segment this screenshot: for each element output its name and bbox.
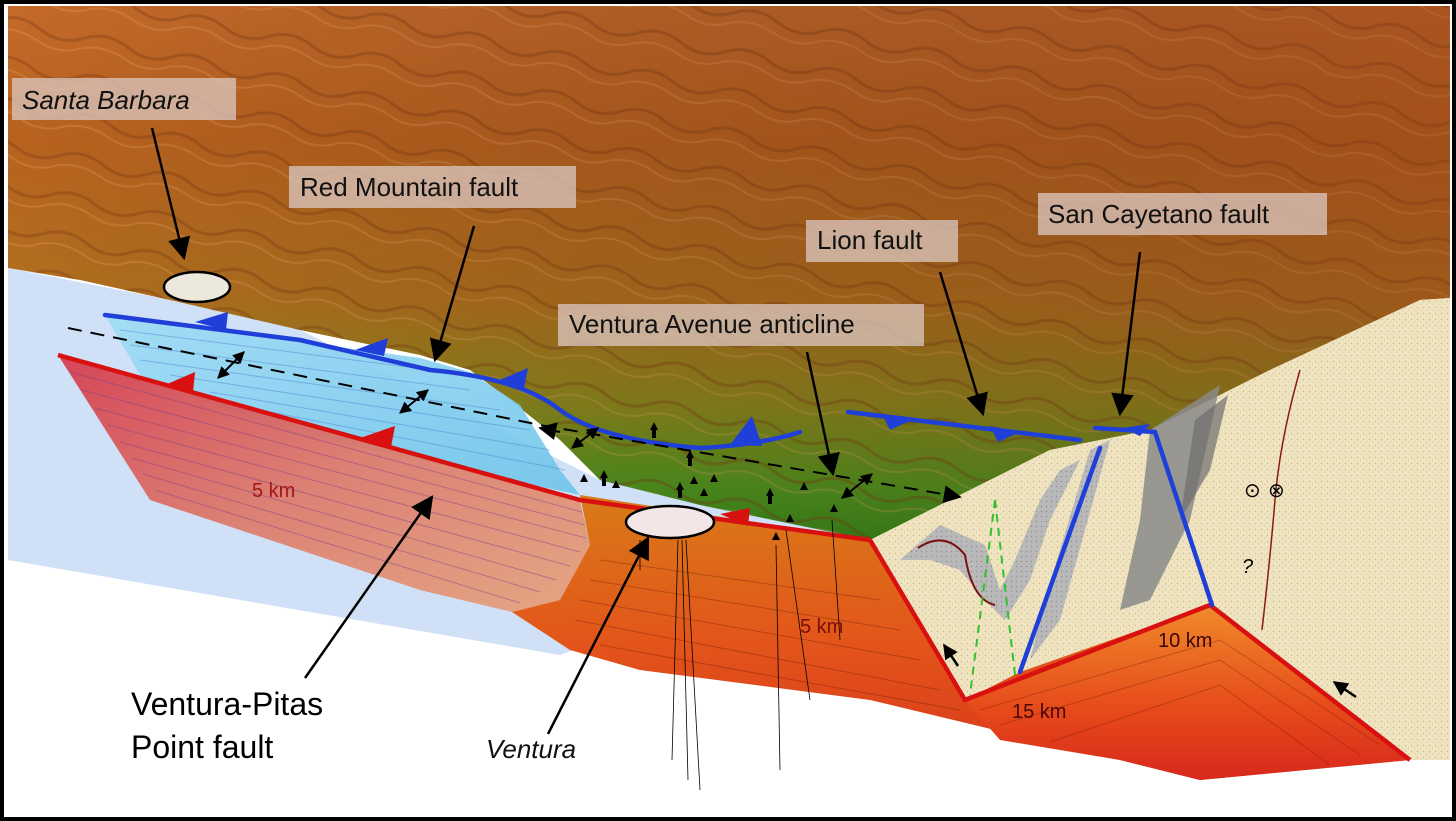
dipping-bed-shadow <box>1180 395 1228 520</box>
uncertain-mark: ? <box>1242 556 1254 578</box>
depth-label-left: 5 km <box>252 480 295 502</box>
label-ventura-avenue-anticline: Ventura Avenue anticline <box>558 304 924 346</box>
label-santa-barbara: Santa Barbara <box>12 78 236 120</box>
depth-label-bottom: 15 km <box>1012 701 1066 723</box>
slip-arrows <box>942 643 1357 699</box>
leader-arrows <box>150 127 1142 735</box>
label-ventura-pitas-line2: Point fault <box>131 729 273 765</box>
label-san-cayetano-fault: San Cayetano fault <box>1038 193 1327 235</box>
svg-text:Santa Barbara: Santa Barbara <box>22 85 190 115</box>
santa-barbara-marker <box>162 270 232 304</box>
well-bores <box>639 519 841 791</box>
svg-text:Lion fault: Lion fault <box>817 225 923 255</box>
ventura-pitas-fault-plane <box>58 355 590 612</box>
axial-trace-1 <box>969 499 996 696</box>
subsurface-block-right <box>965 605 1410 780</box>
label-red-mountain-fault: Red Mountain fault <box>289 166 576 208</box>
offshore-contours <box>119 329 566 471</box>
label-ventura-pitas-line1: Ventura-Pitas <box>131 686 323 722</box>
svg-text:Red Mountain fault: Red Mountain fault <box>300 172 519 202</box>
out-of-page-symbol: ⊙ <box>1244 480 1261 502</box>
terrain-relief <box>8 6 1450 540</box>
dipping-bed-1 <box>1030 440 1110 660</box>
fold-trace <box>917 539 996 606</box>
depth-label-center: 5 km <box>800 616 843 638</box>
svg-text:Ventura Avenue anticline: Ventura Avenue anticline <box>569 309 855 339</box>
fault-plane-contours <box>69 371 587 604</box>
ventura-marker <box>624 504 716 540</box>
axial-trace-2 <box>994 499 1016 676</box>
label-lion-fault: Lion fault <box>806 220 958 262</box>
blue-thrust-teeth <box>195 312 1150 446</box>
block-contours <box>574 559 1381 766</box>
fault-trace-right <box>1261 369 1301 631</box>
red-fault-lines <box>57 352 1412 762</box>
label-ventura: Ventura <box>486 734 576 764</box>
svg-text:San Cayetano fault: San Cayetano fault <box>1048 199 1270 229</box>
red-thrust-teeth <box>165 372 750 526</box>
into-page-symbol: ⊗ <box>1268 480 1285 502</box>
depth-label-right: 10 km <box>1158 630 1212 652</box>
